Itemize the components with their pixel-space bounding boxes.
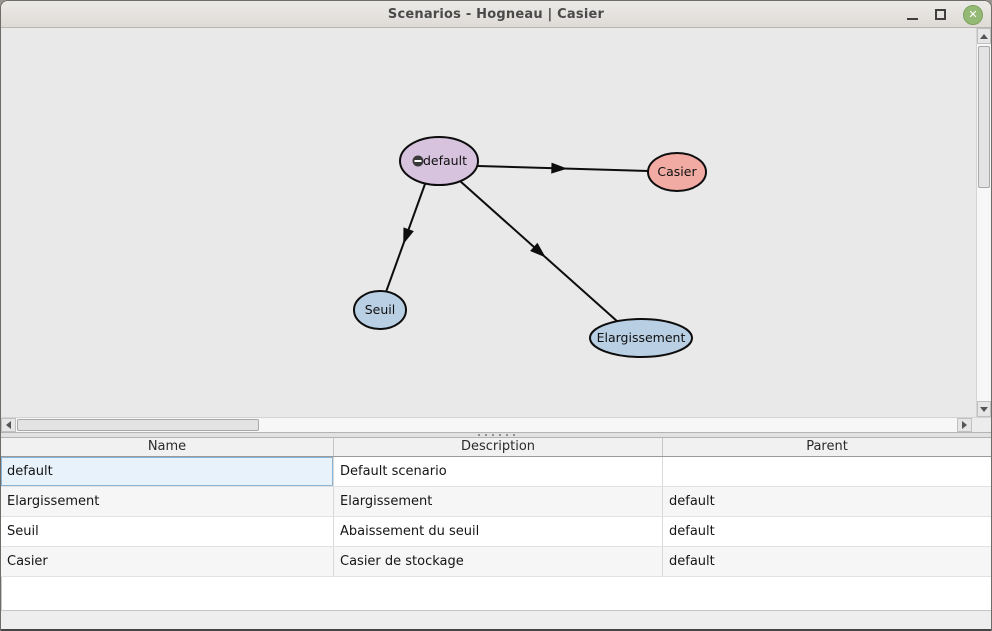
splitter-handle[interactable] xyxy=(1,432,991,438)
chevron-down-icon xyxy=(980,406,988,412)
horizontal-scroll-track[interactable] xyxy=(16,418,957,432)
column-header-description[interactable]: Description xyxy=(334,438,663,456)
table-cell-name[interactable]: Elargissement xyxy=(1,487,334,516)
table-empty-area xyxy=(1,577,991,610)
window-title: Scenarios - Hogneau | Casier xyxy=(387,6,605,22)
scrollbar-corner xyxy=(972,417,991,432)
chevron-left-icon xyxy=(6,421,11,429)
scroll-down-button[interactable] xyxy=(977,401,991,417)
graph-node-label: Elargissement xyxy=(597,330,686,345)
graph-node-casier[interactable]: Casier xyxy=(647,152,707,192)
table-cell-description[interactable]: Abaissement du seuil xyxy=(334,517,663,546)
graph-node-seuil[interactable]: Seuil xyxy=(353,290,407,330)
chevron-up-icon xyxy=(980,33,988,39)
window-titlebar[interactable]: Scenarios - Hogneau | Casier ✕ xyxy=(1,1,991,28)
chevron-right-icon xyxy=(962,421,967,429)
table-cell-description[interactable]: Elargissement xyxy=(334,487,663,516)
edge-arrowhead-icon xyxy=(530,242,546,258)
vertical-scroll-thumb[interactable] xyxy=(978,46,990,188)
table-cell-description[interactable]: Default scenario xyxy=(334,457,663,486)
table-cell-name[interactable]: Seuil xyxy=(1,517,334,546)
vertical-scrollbar[interactable] xyxy=(976,28,991,417)
edge-arrowhead-icon xyxy=(551,162,568,174)
status-bar xyxy=(1,610,991,629)
graph-node-label: Casier xyxy=(657,164,697,179)
column-header-name[interactable]: Name xyxy=(1,438,334,456)
table-cell-parent[interactable]: default xyxy=(669,524,715,539)
maximize-button[interactable] xyxy=(935,9,946,20)
window-controls: ✕ xyxy=(907,1,983,28)
table-cell-name[interactable]: default xyxy=(1,457,334,486)
table-cell-parent[interactable]: default xyxy=(669,494,715,509)
column-header-parent[interactable]: Parent xyxy=(806,439,848,454)
horizontal-scroll-thumb[interactable] xyxy=(17,419,259,431)
table-cell-parent[interactable]: default xyxy=(669,554,715,569)
close-button[interactable]: ✕ xyxy=(963,4,983,25)
horizontal-scrollbar[interactable] xyxy=(1,417,972,432)
table-cell-name[interactable]: Casier xyxy=(1,547,334,576)
edge-arrowhead-icon xyxy=(403,227,414,245)
graph-node-elargissement[interactable]: Elargissement xyxy=(589,318,693,358)
table-cell-parent[interactable] xyxy=(663,457,991,486)
table-cell-description[interactable]: Casier de stockage xyxy=(334,547,663,576)
graph-node-label: Seuil xyxy=(365,302,396,317)
graph-node-default[interactable]: default xyxy=(399,136,479,186)
scroll-left-button[interactable] xyxy=(1,418,16,432)
scroll-up-button[interactable] xyxy=(977,28,991,44)
vertical-scroll-track[interactable] xyxy=(977,44,991,401)
graph-node-label: default xyxy=(423,153,467,168)
minimize-button[interactable] xyxy=(907,8,918,22)
minus-circle-bar xyxy=(414,160,422,162)
table-header-row: Name Description Parent xyxy=(1,438,991,457)
scroll-right-button[interactable] xyxy=(957,418,972,432)
